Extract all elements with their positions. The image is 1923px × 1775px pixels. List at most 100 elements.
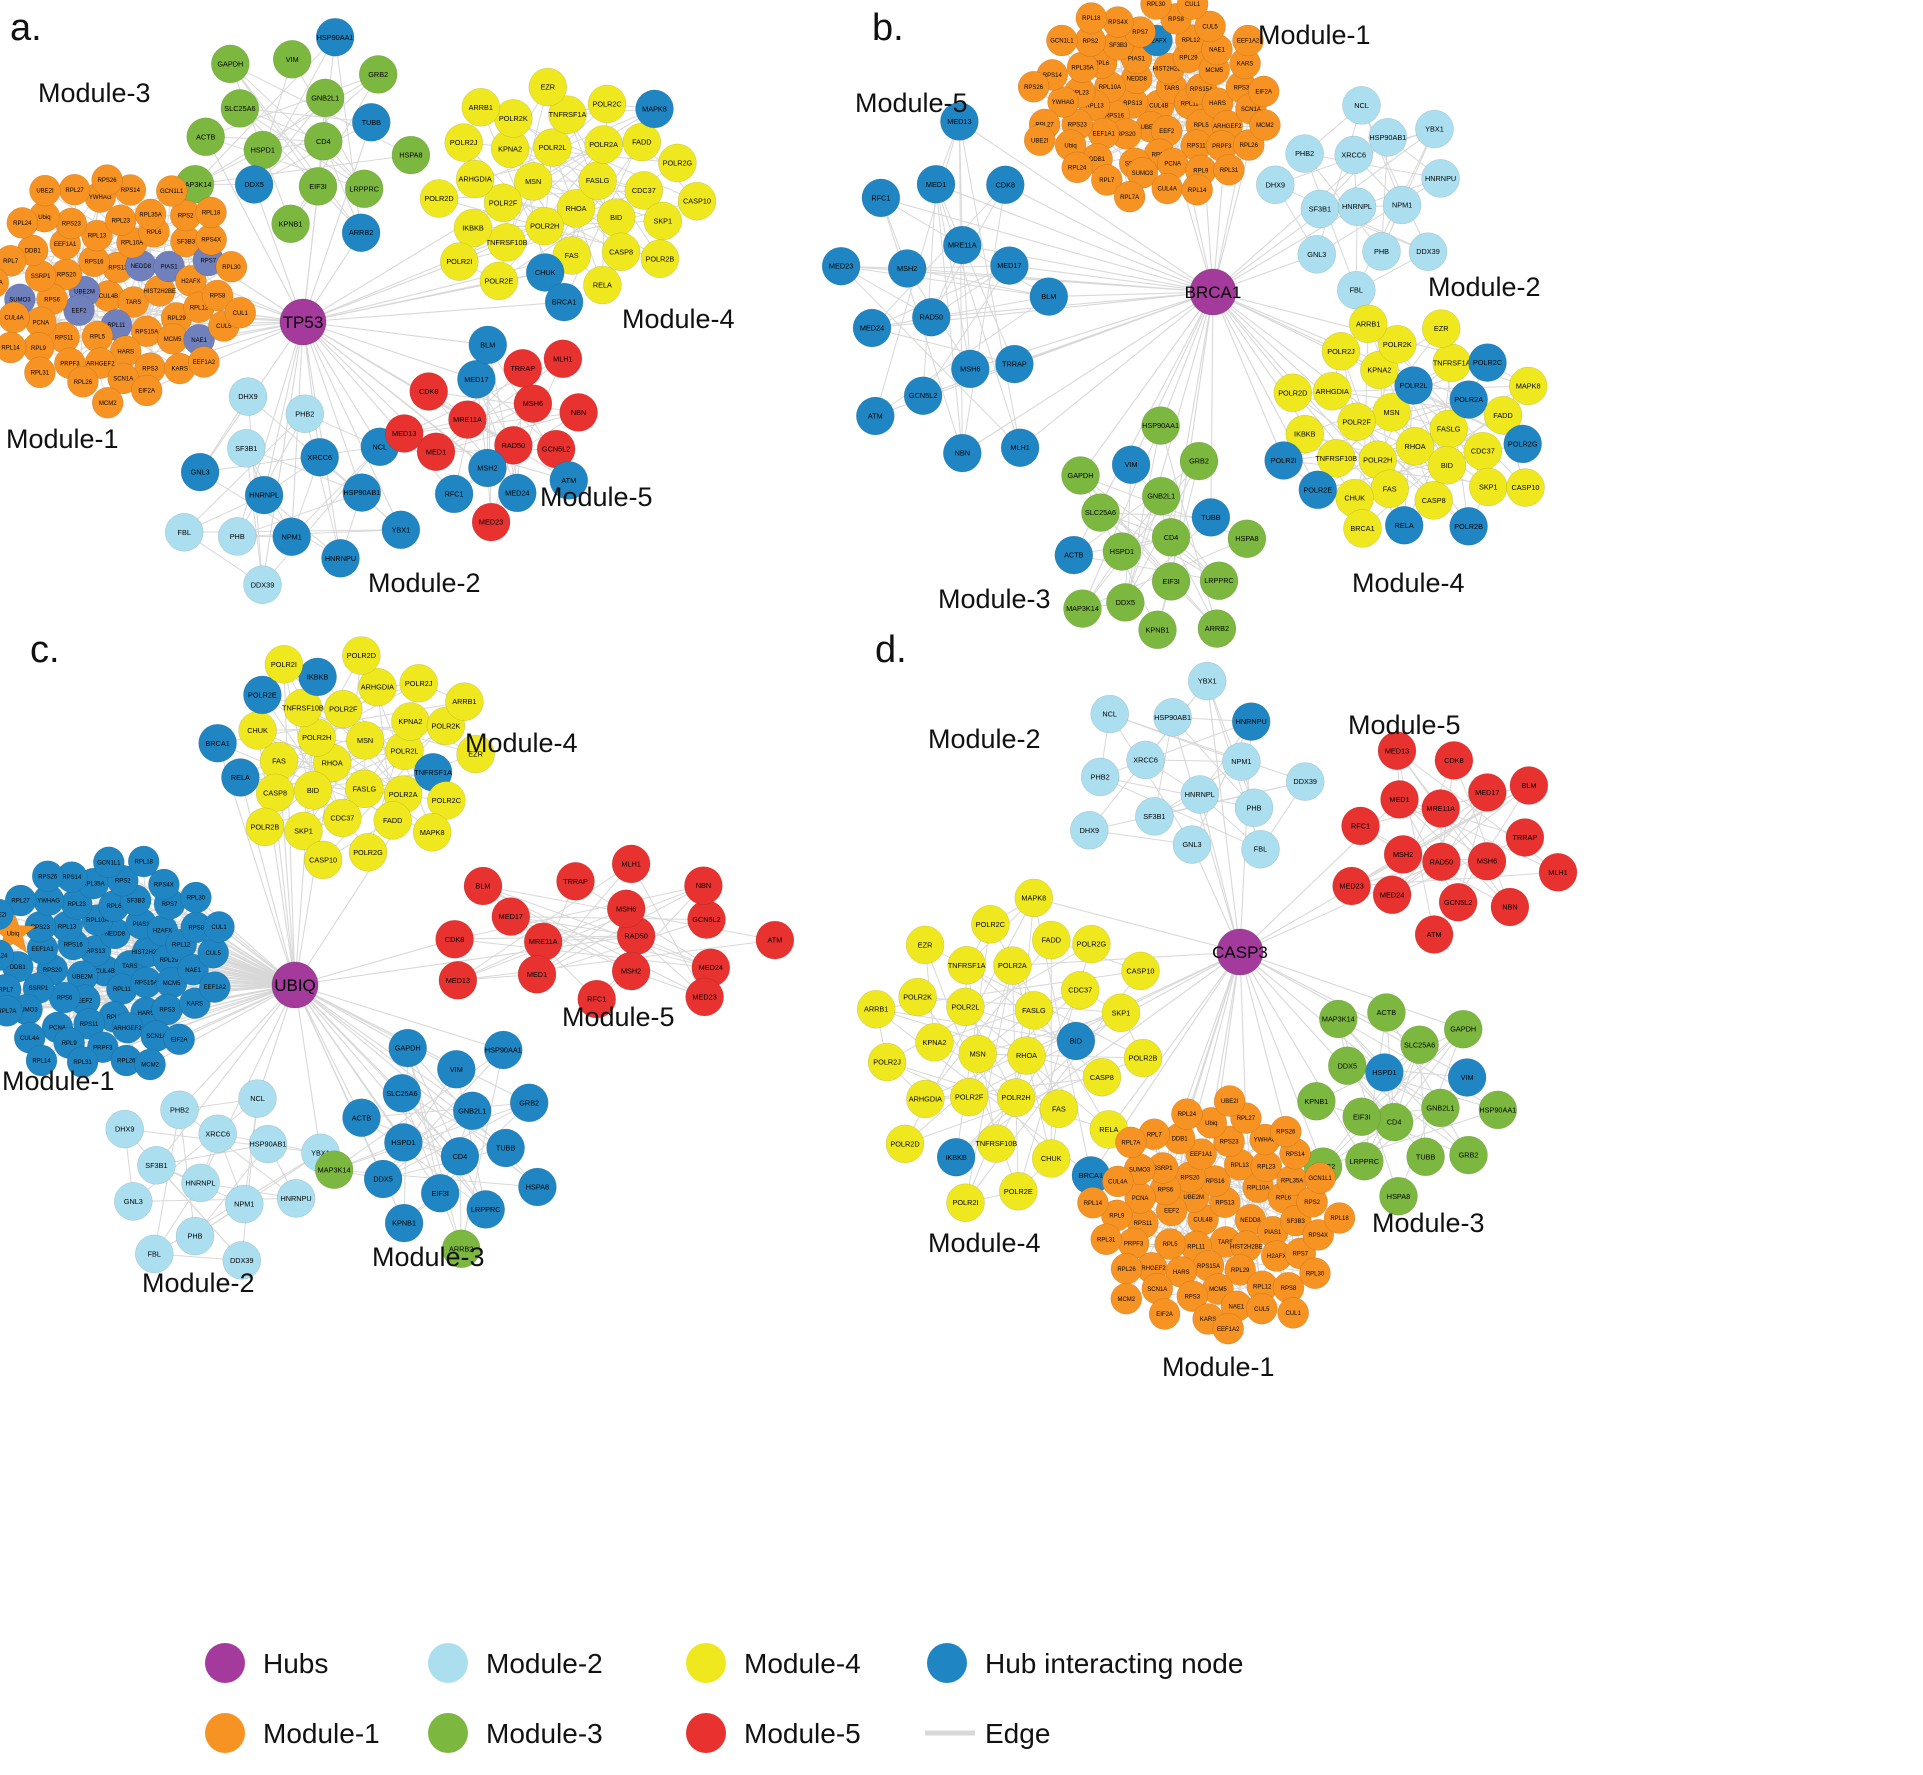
node-MRE11A[interactable] [448, 400, 487, 439]
node-DDX39[interactable] [243, 565, 282, 604]
node-POLR2L[interactable] [946, 987, 985, 1027]
node-NPM1[interactable] [1382, 185, 1422, 225]
node-SF3B1[interactable] [1300, 189, 1340, 229]
node-HNRNPU[interactable] [276, 1179, 316, 1218]
node-RPS3[interactable] [1176, 1280, 1209, 1312]
node-MED13[interactable] [1377, 731, 1417, 770]
node-EIF3I[interactable] [1151, 562, 1191, 601]
node-HNRNPU[interactable] [321, 539, 360, 578]
node-RPL31[interactable] [66, 1046, 99, 1078]
node-FBL[interactable] [135, 1234, 174, 1274]
node-POLR2I[interactable] [440, 242, 479, 281]
hub-node-BRCA1[interactable] [1189, 268, 1237, 316]
node-KPNA2[interactable] [915, 1023, 954, 1062]
node-TNFRSF1A[interactable] [947, 946, 986, 985]
node-BID[interactable] [293, 771, 333, 810]
node-NCL[interactable] [238, 1079, 277, 1118]
node-SLC25A6[interactable] [220, 89, 260, 128]
node-SKP1[interactable] [284, 811, 323, 851]
node-MSH6[interactable] [606, 889, 646, 929]
node-MAP3K14[interactable] [1063, 589, 1102, 628]
node-FASLG[interactable] [345, 769, 384, 809]
node-POLR2L[interactable] [1394, 366, 1433, 405]
node-RPL7A[interactable] [0, 267, 10, 298]
node-ACTB[interactable] [186, 117, 225, 157]
node-RPL24[interactable] [1061, 151, 1093, 184]
node-RPL26[interactable] [67, 366, 99, 398]
node-RPL14[interactable] [1077, 1187, 1109, 1219]
node-HSP90AA1[interactable] [484, 1030, 523, 1070]
node-LRPPRC[interactable] [344, 169, 384, 209]
node-POLR2E[interactable] [243, 675, 282, 715]
node-RFC1[interactable] [434, 474, 474, 514]
node-CUL5[interactable] [1246, 1292, 1278, 1325]
node-EEF1A2[interactable] [1212, 1312, 1244, 1345]
node-RPS8[interactable] [201, 279, 234, 312]
node-BID[interactable] [1427, 446, 1467, 485]
node-MRE11A[interactable] [943, 225, 982, 265]
node-MED23[interactable] [685, 977, 724, 1017]
node-MED13[interactable] [940, 102, 979, 141]
node-BID[interactable] [1056, 1021, 1096, 1061]
node-ARRB2[interactable] [341, 213, 381, 252]
node-POLR2A[interactable] [1449, 380, 1488, 419]
node-HSP90AB1[interactable] [248, 1124, 288, 1164]
node-MCM2[interactable] [91, 387, 124, 419]
node-FBL[interactable] [1241, 829, 1280, 869]
node-PIAS1[interactable] [153, 250, 185, 283]
node-RPL30[interactable] [1299, 1257, 1331, 1290]
node-DDX5[interactable] [1328, 1046, 1367, 1085]
node-PHB2[interactable] [1285, 134, 1324, 173]
node-RPL24[interactable] [6, 207, 39, 239]
node-GNL3[interactable] [180, 452, 220, 492]
node-CASP8[interactable] [1414, 481, 1453, 520]
node-CDK8[interactable] [409, 372, 448, 411]
node-POLR2B[interactable] [245, 807, 285, 847]
node-RELA[interactable] [583, 265, 622, 305]
node-CUL4A[interactable] [1102, 1165, 1134, 1198]
node-SF3B1[interactable] [137, 1146, 176, 1185]
node-MED13[interactable] [384, 414, 424, 453]
node-DDX39[interactable] [222, 1241, 262, 1280]
node-XRCC6[interactable] [1334, 135, 1373, 175]
node-GCN1L1[interactable] [1304, 1162, 1336, 1194]
node-POLR2D[interactable] [1273, 373, 1313, 413]
node-EZR[interactable] [1421, 309, 1461, 348]
node-VIM[interactable] [1447, 1058, 1487, 1097]
node-RPL5[interactable] [1154, 1228, 1186, 1260]
node-XRCC6[interactable] [198, 1114, 237, 1153]
node-MSH2[interactable] [468, 448, 507, 488]
node-RHOA[interactable] [556, 189, 596, 228]
node-RFC1[interactable] [1341, 806, 1380, 846]
node-POLR2I[interactable] [264, 645, 304, 684]
node-MAPK8[interactable] [635, 89, 674, 129]
node-ATM[interactable] [856, 396, 895, 436]
node-LRPPRC[interactable] [1199, 561, 1239, 600]
node-GAPDH[interactable] [388, 1028, 427, 1068]
node-MCM2[interactable] [1110, 1282, 1143, 1315]
node-MED17[interactable] [1468, 773, 1507, 812]
node-ARRB1[interactable] [1348, 304, 1388, 344]
node-CUL1[interactable] [224, 296, 257, 329]
node-POLR2E[interactable] [479, 261, 519, 301]
node-KPNB1[interactable] [1297, 1082, 1336, 1121]
node-EZR[interactable] [905, 925, 945, 965]
node-MED1[interactable] [1380, 780, 1419, 819]
node-LRPPRC[interactable] [1345, 1141, 1384, 1181]
node-POLR2B[interactable] [640, 239, 680, 278]
node-EEF1A2[interactable] [188, 346, 220, 378]
node-CASP10[interactable] [677, 181, 717, 221]
node-VIM[interactable] [437, 1050, 476, 1089]
node-HSP90AB1[interactable] [1153, 698, 1192, 737]
node-POLR2C[interactable] [587, 84, 627, 124]
node-IKBKB[interactable] [453, 208, 493, 248]
node-EIF3I[interactable] [298, 167, 338, 206]
node-CUL5[interactable] [1194, 10, 1226, 43]
node-RPS26[interactable] [1017, 71, 1050, 103]
node-MAPK8[interactable] [1508, 366, 1548, 406]
node-EEF1A1[interactable] [1185, 1138, 1217, 1170]
node-GRB2[interactable] [509, 1083, 549, 1123]
node-EIF2A[interactable] [163, 1023, 195, 1056]
node-EIF2A[interactable] [1247, 75, 1280, 108]
node-SLC25A6[interactable] [1400, 1025, 1439, 1064]
